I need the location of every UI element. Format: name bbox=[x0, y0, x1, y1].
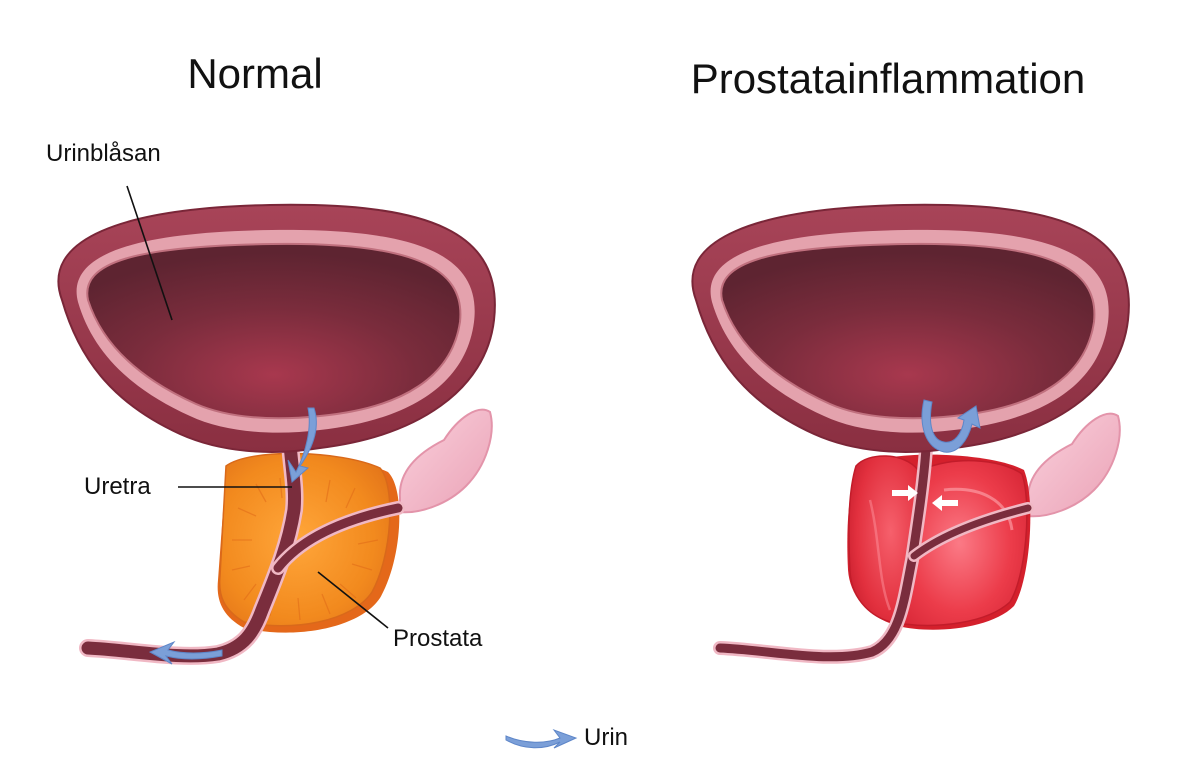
right-urine-backflow-arrow bbox=[921, 399, 981, 453]
legend: Urin bbox=[505, 724, 628, 751]
right-panel-title: Prostatainflammation bbox=[691, 55, 1086, 102]
left-urine-arrow-down bbox=[287, 407, 317, 483]
left-panel-title: Normal bbox=[187, 50, 322, 97]
right-compression-arrows bbox=[892, 485, 958, 511]
right-seminal-vesicle bbox=[1026, 412, 1121, 518]
legend-urine-label: Urin bbox=[584, 724, 628, 751]
right-panel bbox=[691, 203, 1130, 664]
legend-urine-arrow bbox=[505, 728, 578, 749]
label-urethra: Uretra bbox=[84, 473, 151, 500]
leader-bladder bbox=[126, 185, 173, 321]
right-urethra bbox=[713, 441, 1034, 664]
leader-prostate bbox=[317, 571, 389, 629]
left-panel bbox=[57, 203, 496, 665]
left-bladder bbox=[57, 203, 496, 453]
right-bladder bbox=[691, 203, 1130, 453]
left-urine-arrow-out bbox=[148, 640, 223, 665]
label-bladder: Urinblåsan bbox=[46, 140, 161, 167]
label-prostate: Prostata bbox=[393, 625, 483, 652]
left-seminal-vesicle bbox=[398, 408, 493, 514]
